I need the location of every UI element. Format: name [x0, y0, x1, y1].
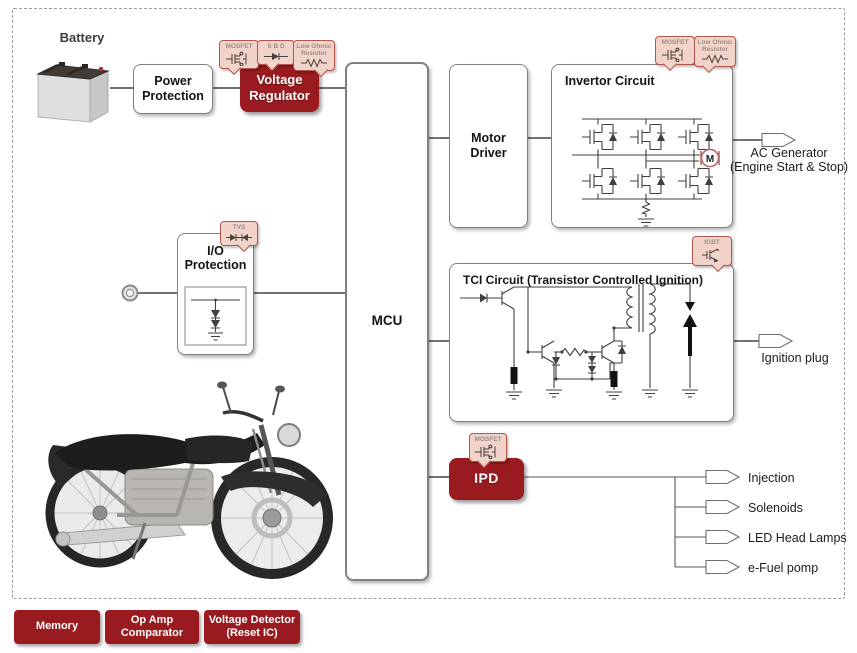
- efuel-pomp-label: e-Fuel pomp: [748, 561, 819, 575]
- tci-circuit-box: TCI Circuit (Transistor Controlled Ignit…: [449, 263, 734, 422]
- io-protection-label: I/O Protection: [184, 244, 247, 272]
- voltage-regulator-box: Voltage Regulator: [240, 64, 319, 112]
- invertor-circuit-box: Invertor Circuit: [551, 64, 733, 228]
- motor-driver-box: Motor Driver: [449, 64, 528, 228]
- tci-schematic: [460, 283, 699, 400]
- mosfet-icon: [475, 444, 496, 459]
- motorcycle-image: [45, 381, 333, 579]
- callout-sbd: S B D: [257, 40, 295, 72]
- badge-voltage-detector: Voltage Detector (Reset IC): [204, 610, 300, 644]
- mcu-label: MCU: [371, 313, 403, 329]
- dashed-border: [12, 8, 845, 599]
- svg-text:M: M: [706, 154, 714, 165]
- injection-label: Injection: [748, 471, 795, 485]
- motor-driver-label: Motor Driver: [470, 131, 507, 160]
- igbt-icon: [702, 248, 719, 263]
- invertor-circuit-title: Invertor Circuit: [565, 74, 655, 88]
- mosfet-icon: [662, 47, 683, 62]
- callout-igbt: IGBT: [692, 236, 732, 273]
- battery-image: [36, 62, 110, 123]
- callout-mosfet: MOSFET: [655, 36, 695, 72]
- badge-op-amp-comparator: Op Amp Comparator: [105, 610, 199, 644]
- io-protection-box: I/O Protection: [177, 233, 254, 355]
- ignition-plug-label: Ignition plug: [761, 351, 829, 365]
- callout-low-ohmic-resistor: Low Ohmic Resistor: [293, 40, 335, 78]
- mcu-box: MCU: [345, 62, 429, 581]
- led-head-lamps-label: LED Head Lamps: [748, 531, 847, 545]
- callout-mosfet: MOSFET: [469, 433, 507, 469]
- mosfet-icon: [226, 51, 247, 66]
- tvs-diode-icon: [226, 234, 252, 241]
- ac-generator-label: AC Generator (Engine Start & Stop): [729, 146, 849, 175]
- badge-memory: Memory: [14, 610, 100, 644]
- battery-label: Battery: [59, 30, 105, 45]
- callout-low-ohmic-resistor: Low Ohmic Resistor: [694, 36, 736, 74]
- power-protection-label: Power Protection: [142, 74, 204, 103]
- resistor-icon: [301, 58, 327, 68]
- io-protection-schematic: [184, 286, 247, 346]
- ipd-label: IPD: [474, 470, 499, 487]
- tci-circuit-title: TCI Circuit (Transistor Controlled Ignit…: [463, 273, 703, 287]
- resistor-icon: [702, 54, 728, 64]
- callout-tvs: TVS: [220, 221, 258, 253]
- invertor-schematic: M: [572, 118, 720, 227]
- solenoids-label: Solenoids: [748, 501, 803, 515]
- sbd-diode-icon: [264, 53, 288, 60]
- motor-icon: M: [700, 148, 720, 168]
- voltage-regulator-label: Voltage Regulator: [249, 71, 310, 103]
- callout-mosfet: MOSFET: [219, 40, 259, 76]
- power-protection-box: Power Protection: [133, 64, 213, 114]
